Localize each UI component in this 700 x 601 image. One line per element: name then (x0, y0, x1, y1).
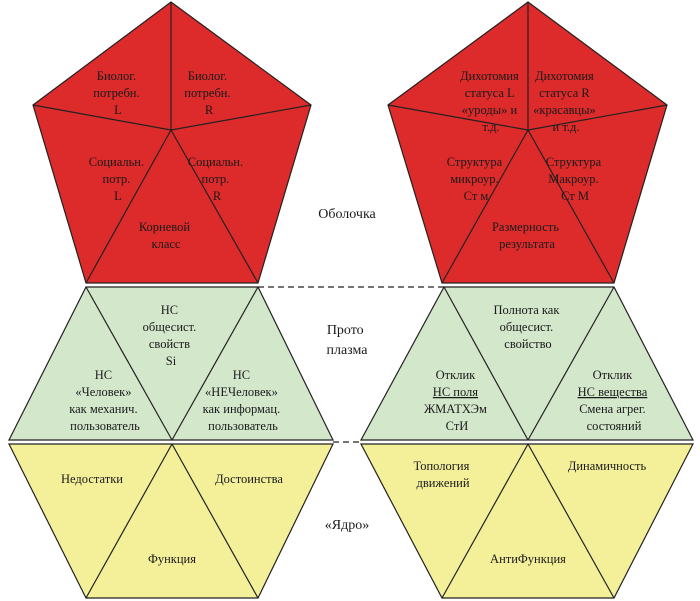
right-protoplasm-top: Полнота как общесист. свойство (493, 303, 562, 351)
left-core: Недостатки Достоинства Функция (8, 443, 334, 599)
right-shell-divider-right (527, 104, 668, 131)
right-shell-dich-l: Дихотомия статуса L «уроды» и т.д. (460, 69, 522, 134)
right-shell-struct-micro: Структура микроур. Ст м (447, 155, 506, 203)
right-protoplasm-left: Отклик НС поля ЖМАТХЭм СтИ (424, 368, 490, 433)
right-shell-dich-r: Дихотомия статуса R «красавцы» и т.д. (533, 69, 599, 134)
left-protoplasm-body (8, 286, 334, 441)
label-protoplasm: Прото плазма (326, 323, 368, 358)
left-core-divider-a (85, 443, 173, 599)
right-core-divider-b (527, 443, 615, 599)
left-protoplasm-divider-a (85, 286, 173, 441)
left-shell-root: Корневой класс (139, 220, 193, 251)
right-shell-body (387, 1, 668, 284)
left-shell-divider-bottom-right (170, 129, 259, 284)
right-protoplasm-divider-a (443, 286, 529, 441)
left-shell-body (32, 1, 312, 284)
right-core-left: Топология движений (414, 459, 473, 490)
left-protoplasm-right: НС «НЕЧеловек» как информац. пользовател… (203, 368, 284, 433)
left-shell-divider-bottom-left (85, 129, 172, 284)
right-core: Топология движений Динамичность АнтиФунк… (360, 443, 694, 599)
right-core-divider-a (441, 443, 529, 599)
right-shell-divider-left (387, 104, 529, 131)
left-protoplasm-divider-b (171, 286, 259, 441)
right-shell-struct-macro: Структура Макроур. Ст М (546, 155, 605, 203)
left-shell-pentagon: Биолог. потребн. L Биолог. потребн. R Со… (32, 1, 312, 284)
right-protoplasm: Полнота как общесист. свойство Отклик НС… (359, 286, 694, 441)
left-protoplasm-top: НС общесист. свойств Si (143, 303, 200, 368)
left-core-body (8, 443, 334, 599)
right-protoplasm-divider-b (527, 286, 615, 441)
left-shell-biol-l: Биолог. потребн. L (93, 69, 143, 117)
right-protoplasm-body (359, 286, 694, 441)
right-shell-divider-bottom-right (527, 129, 615, 284)
left-shell-biol-r: Биолог. потребн. R (184, 69, 234, 117)
left-core-right: Достоинства (215, 472, 283, 486)
left-shell-soc-r: Социальн. потр. R (188, 155, 247, 203)
left-shell-soc-l: Социальн. потр. L (89, 155, 148, 203)
right-core-bottom: АнтиФункция (490, 552, 566, 566)
right-shell-divider-bottom-left (441, 129, 529, 284)
right-shell-pentagon: Дихотомия статуса L «уроды» и т.д. Дихот… (387, 1, 668, 284)
label-core: «Ядро» (325, 518, 369, 533)
left-core-left: Недостатки (61, 472, 123, 486)
left-core-bottom: Функция (148, 552, 196, 566)
right-protoplasm-right: Отклик НС вещества Смена агрег. состояни… (578, 368, 651, 433)
left-protoplasm-left: НС «Человек» как механич. пользователь (69, 368, 140, 433)
left-shell-divider-right (170, 104, 312, 131)
left-core-divider-b (171, 443, 259, 599)
right-core-right: Динамичность (568, 459, 647, 473)
label-shell: Оболочка (318, 207, 376, 222)
left-protoplasm: НС общесист. свойств Si НС «Человек» как… (8, 286, 334, 441)
right-shell-dimension: Размерность результата (492, 220, 562, 251)
left-shell-divider-left (32, 104, 172, 131)
